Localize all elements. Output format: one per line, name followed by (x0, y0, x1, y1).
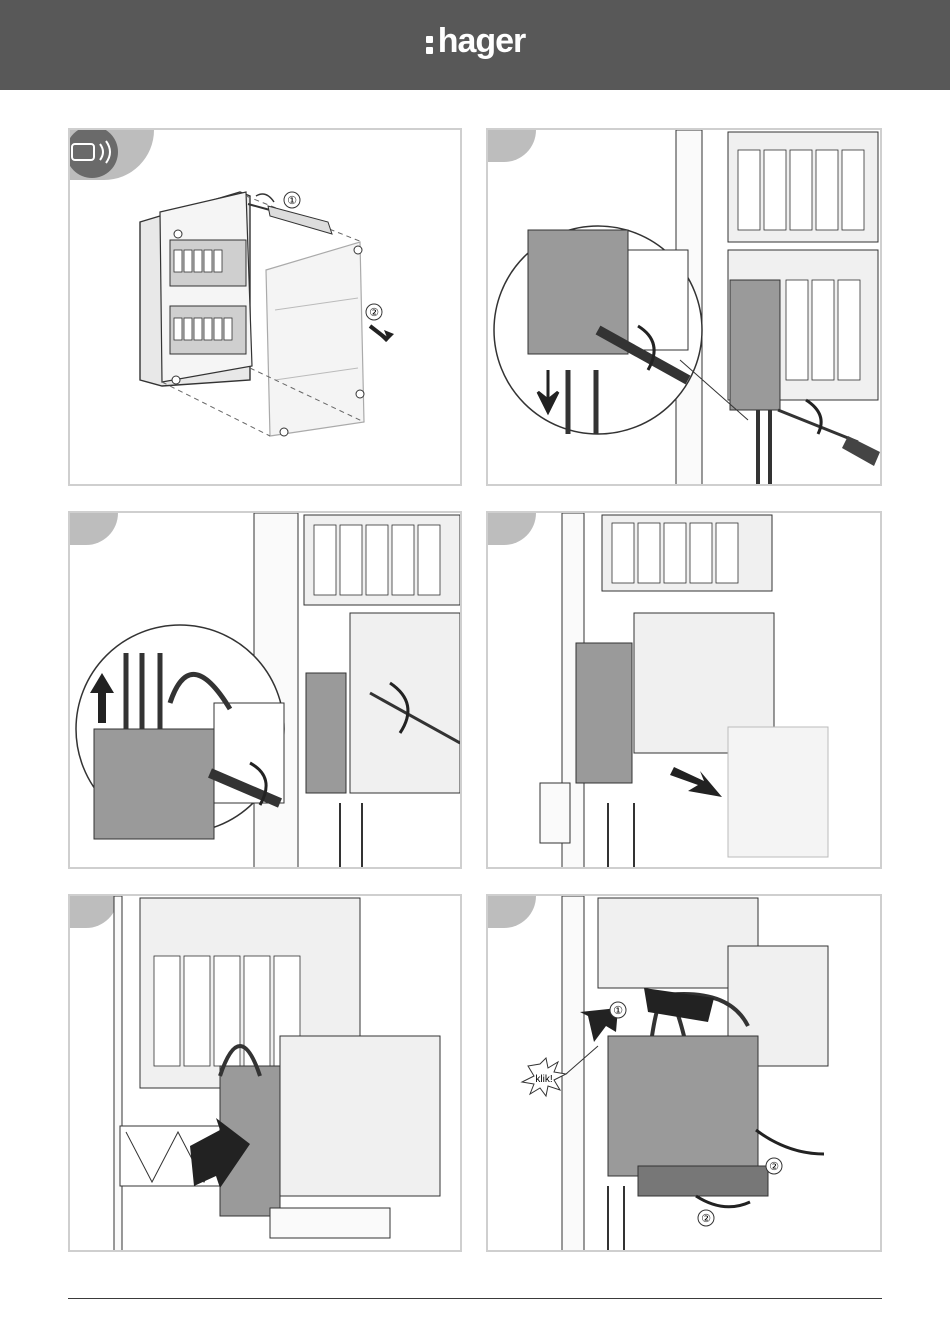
step-corner-4 (488, 513, 536, 545)
device-removed (306, 673, 346, 793)
breaker-row-bottom (280, 1036, 440, 1196)
cable-wires (608, 803, 634, 869)
instruction-panel-6: ① klik! ② ② (486, 894, 882, 1252)
bottom-terminal (270, 1208, 390, 1238)
step-corner-3 (70, 513, 118, 545)
panel-5-illustration (70, 896, 462, 1252)
terminal-block (540, 783, 570, 843)
klik-label: klik! (535, 1074, 552, 1085)
instruction-panel-3 (68, 511, 462, 869)
panel-1-illustration: ① ② (70, 130, 462, 486)
rotate-arrow-icon-2 (806, 400, 821, 434)
instruction-panel-5 (68, 894, 462, 1252)
callout-2a: ② (769, 1160, 779, 1173)
zoom-adjacent-device (628, 250, 688, 350)
panel-6-illustration: ① klik! ② ② (488, 896, 882, 1252)
screwdriver-shaft (248, 204, 270, 210)
step-corner-5 (70, 896, 118, 928)
zoom-device (94, 729, 214, 839)
screwdriver-handle (842, 436, 880, 466)
callout-1: ① (287, 194, 297, 207)
instruction-panel-4 (486, 511, 882, 869)
callout-2b: ② (701, 1212, 711, 1225)
callout-2: ② (369, 306, 379, 319)
cable-wires (758, 410, 770, 486)
device-removed (730, 280, 780, 410)
breaker-row-bottom (350, 613, 460, 793)
removed-device-ghost (728, 727, 828, 857)
cabinet-rail (114, 896, 122, 1252)
footer-divider (68, 1298, 882, 1299)
header-bar: hager (0, 0, 950, 90)
screwdriver-handle (268, 206, 332, 234)
panel-4-illustration (488, 513, 882, 869)
rotate-arrow-icon (756, 1130, 824, 1154)
new-device (608, 1036, 758, 1176)
rotate-arrow-icon-2 (696, 1196, 750, 1207)
step-corner-2 (488, 130, 536, 162)
panel-2-illustration (488, 130, 882, 486)
panel-3-illustration (70, 513, 462, 869)
instruction-panel-2 (486, 128, 882, 486)
device-base (638, 1166, 768, 1196)
brand-logo: hager (0, 22, 950, 61)
brand-name: hager (438, 22, 526, 60)
cable-wires (608, 1186, 624, 1252)
arrow-icon (670, 767, 722, 797)
cable-wires (340, 803, 362, 869)
logo-dots-icon (425, 26, 435, 56)
instruction-panel-1: ① ② (68, 128, 462, 486)
callout-1: ① (613, 1004, 623, 1017)
front-cover (266, 242, 364, 436)
screwdriver-shaft (778, 410, 858, 442)
remaining-device (576, 643, 632, 783)
step-corner-6 (488, 896, 536, 928)
